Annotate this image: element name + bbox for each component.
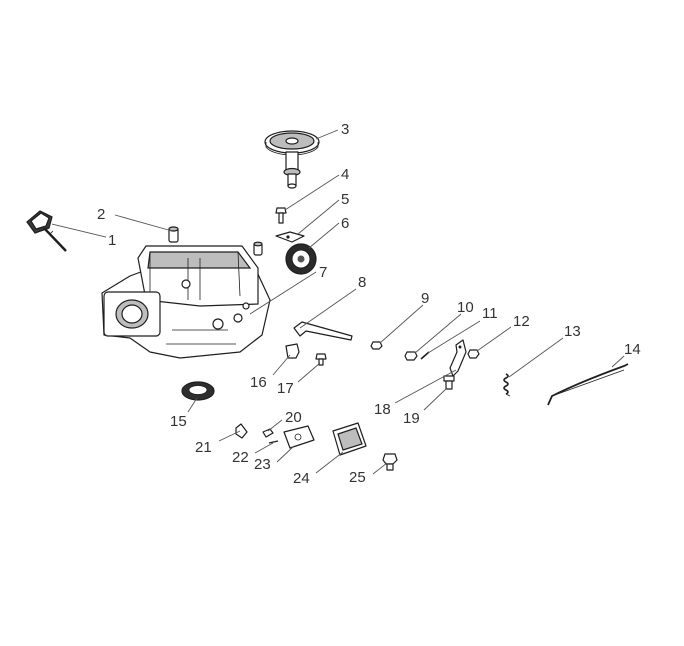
callout-1: 1	[108, 232, 116, 249]
screw-part-20	[262, 428, 274, 438]
clip-part-21	[235, 423, 248, 439]
leader-15	[187, 397, 198, 413]
leader-1	[51, 223, 107, 238]
governor-arm-part	[293, 321, 353, 341]
plate-part-5	[275, 231, 305, 243]
leader-11	[427, 320, 481, 354]
callout-21: 21	[195, 439, 212, 456]
callout-14: 14	[624, 341, 641, 358]
leader-24	[315, 451, 344, 474]
callout-22: 22	[232, 449, 249, 466]
nut-part-12	[467, 349, 480, 359]
leader-10	[414, 313, 462, 354]
gasket-part	[283, 425, 315, 449]
leader-5	[297, 199, 340, 235]
callout-16: 16	[250, 374, 267, 391]
bolt-part-4	[275, 207, 287, 224]
leader-13	[508, 337, 564, 378]
leader-6	[308, 222, 340, 249]
cover-plate-part	[332, 422, 367, 456]
leader-2	[114, 214, 173, 232]
leader-21	[218, 430, 241, 442]
callout-10: 10	[457, 299, 474, 316]
leader-4	[284, 174, 340, 211]
dowel-pin-secondary-part	[253, 241, 263, 256]
callout-13: 13	[564, 323, 581, 340]
callout-25: 25	[349, 469, 366, 486]
leader-23	[276, 445, 295, 463]
leader-16	[272, 354, 291, 376]
nut-part-9	[370, 341, 383, 350]
oil-seal-part	[181, 381, 215, 401]
callout-24: 24	[293, 470, 310, 487]
callout-18: 18	[374, 401, 391, 418]
camshaft-gear-part	[264, 130, 320, 189]
leader-12	[476, 326, 512, 352]
bolt-part-19	[443, 375, 455, 390]
dowel-pin-part	[168, 226, 179, 243]
leader-7	[249, 271, 317, 315]
leader-18	[394, 369, 457, 404]
leader-lines	[51, 129, 625, 475]
governor-rod-part	[547, 363, 629, 406]
leader-8	[299, 288, 357, 329]
dipstick-cap-part	[26, 210, 67, 252]
spring-part	[503, 373, 511, 397]
leader-22	[254, 442, 274, 454]
callout-15: 15	[170, 413, 187, 430]
callout-4: 4	[341, 166, 349, 183]
nut-part-10	[404, 351, 418, 361]
gear-part-6	[285, 243, 317, 275]
leader-17	[297, 362, 321, 383]
callout-2: 2	[97, 206, 105, 223]
callout-23: 23	[254, 456, 271, 473]
callout-6: 6	[341, 215, 349, 232]
callout-20: 20	[285, 409, 302, 426]
pin-part-11	[420, 351, 430, 360]
crankcase-part	[101, 245, 271, 359]
leader-3	[315, 129, 339, 140]
control-lever-part	[449, 339, 467, 377]
leader-19	[423, 387, 448, 411]
leader-14	[611, 355, 625, 368]
pin-part-22	[268, 440, 279, 444]
callout-5: 5	[341, 191, 349, 208]
callout-9: 9	[421, 290, 429, 307]
callout-3: 3	[341, 121, 349, 138]
bracket-part-16	[285, 343, 300, 359]
callout-19: 19	[403, 410, 420, 427]
leader-9	[379, 304, 424, 344]
callout-12: 12	[513, 313, 530, 330]
callout-17: 17	[277, 380, 294, 397]
bolt-part-25	[382, 453, 398, 471]
callout-labels: 1 2 3 4 5 6 7 8 9 10 11 12 13 14 15 16 1…	[97, 121, 641, 487]
callout-7: 7	[319, 264, 327, 281]
callout-8: 8	[358, 274, 366, 291]
bolt-part-17	[315, 353, 327, 366]
leader-20	[267, 419, 283, 432]
callout-11: 11	[482, 305, 498, 322]
leader-25	[372, 462, 388, 475]
